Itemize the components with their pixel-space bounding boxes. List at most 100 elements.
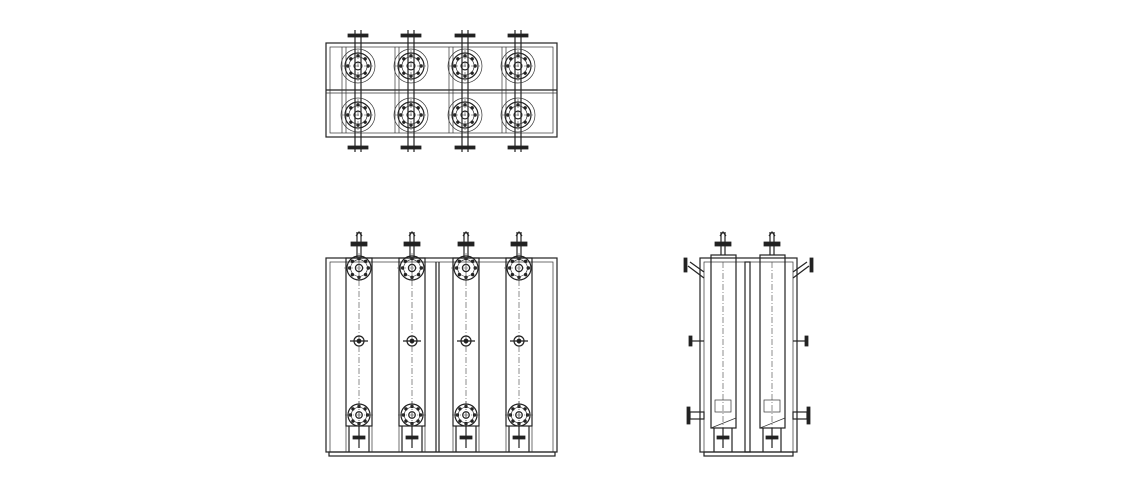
bolt-hole — [403, 272, 408, 277]
bolt-hole — [523, 259, 528, 264]
nozzle-flange — [686, 406, 691, 425]
inner-outline — [703, 261, 794, 453]
bolt-hole — [402, 71, 406, 75]
bolt-hole — [402, 120, 406, 124]
bolt-hole — [470, 407, 474, 411]
bolt-hole — [350, 272, 355, 277]
bolt-hole — [523, 57, 527, 61]
flange-bore — [515, 411, 523, 419]
bolt-hole — [351, 407, 355, 411]
bolt-hole — [509, 106, 513, 110]
flange — [507, 145, 529, 150]
flange — [400, 145, 422, 150]
bolt-hole — [470, 272, 475, 277]
bolt-hole — [349, 71, 353, 75]
drain-flange — [512, 435, 526, 440]
angled-nozzle — [687, 261, 705, 279]
bolt-hole — [416, 120, 420, 124]
nozzle-flange — [403, 241, 421, 247]
bolt-hole — [457, 259, 462, 264]
base — [703, 451, 794, 457]
bolt-hole — [416, 407, 420, 411]
bolt-hole — [523, 120, 527, 124]
bolt-hole — [470, 419, 474, 423]
flange-arc — [447, 48, 483, 84]
nozzle-flange — [804, 335, 809, 347]
bolt-hole — [404, 419, 408, 423]
flange — [454, 145, 476, 150]
flange-bore — [462, 411, 470, 419]
bolt-hole — [416, 71, 420, 75]
drain-flange — [459, 435, 473, 440]
cone — [759, 417, 786, 429]
nozzle-flange — [510, 241, 528, 247]
bolt-hole — [363, 120, 367, 124]
outline — [325, 257, 558, 453]
bolt-hole — [416, 419, 420, 423]
nameplate — [714, 399, 732, 413]
bolt-hole — [403, 259, 408, 264]
bolt-hole — [456, 120, 460, 124]
arrow-icon — [462, 231, 470, 237]
arrow-icon — [515, 231, 523, 237]
nameplate — [763, 399, 781, 413]
bolt-hole — [402, 57, 406, 61]
nozzle-flange — [763, 241, 781, 247]
bolt-hole — [363, 419, 367, 423]
side-nozzle — [689, 411, 705, 420]
nozzle-flange — [809, 257, 814, 273]
nozzle-flange — [688, 335, 693, 347]
bolt-hole — [363, 106, 367, 110]
arrow-icon — [408, 231, 416, 237]
flange — [454, 33, 476, 38]
bolt-hole — [416, 57, 420, 61]
bolt-hole — [509, 71, 513, 75]
bolt-hole — [457, 272, 462, 277]
nozzle-flange — [806, 406, 811, 425]
flange — [400, 33, 422, 38]
drain-flange — [765, 435, 779, 440]
bolt-hole — [523, 407, 527, 411]
divider — [744, 261, 751, 453]
outline — [699, 257, 798, 453]
bolt-hole — [523, 419, 527, 423]
drain-flange — [405, 435, 419, 440]
flange-arc — [500, 48, 536, 84]
bolt-hole — [402, 106, 406, 110]
flange-arc — [500, 97, 536, 133]
bolt-hole — [456, 106, 460, 110]
bolt-hole — [416, 272, 421, 277]
top-view — [325, 30, 558, 152]
bolt-hole — [458, 419, 462, 423]
bolt-hole — [470, 106, 474, 110]
side-nozzle — [792, 411, 808, 420]
bolt-hole — [363, 407, 367, 411]
flange-bore — [355, 411, 363, 419]
nozzle-flange — [714, 241, 732, 247]
bolt-hole — [363, 71, 367, 75]
bolt-hole — [523, 71, 527, 75]
flange-arc — [447, 97, 483, 133]
nozzle-flange — [350, 241, 368, 247]
flange-arc — [340, 48, 376, 84]
front-view — [325, 231, 558, 457]
bolt-hole — [458, 407, 462, 411]
flange-arc — [340, 97, 376, 133]
arrow-icon — [768, 231, 776, 237]
arrow-icon — [355, 231, 363, 237]
side-view — [683, 231, 814, 457]
bolt-hole — [509, 57, 513, 61]
flange — [507, 33, 529, 38]
flange-arc — [393, 97, 429, 133]
bolt-hole — [511, 419, 515, 423]
bolt-hole — [363, 259, 368, 264]
bolt-hole — [470, 71, 474, 75]
bolt-hole — [510, 272, 515, 277]
angled-nozzle — [792, 261, 810, 279]
bolt-hole — [456, 57, 460, 61]
bolt-hole — [470, 120, 474, 124]
arrow-icon — [719, 231, 727, 237]
bolt-hole — [404, 407, 408, 411]
bolt-hole — [416, 106, 420, 110]
bolt-hole — [363, 272, 368, 277]
